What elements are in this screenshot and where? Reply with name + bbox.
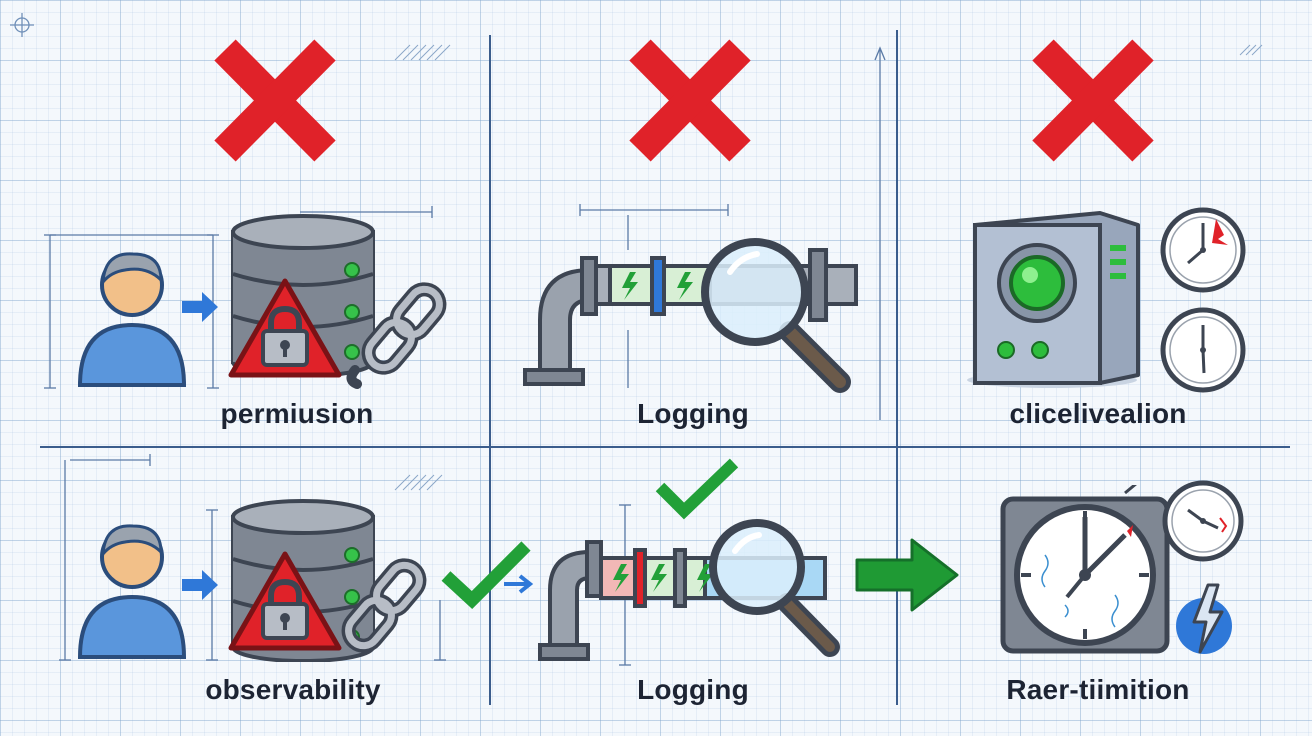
- top-left-label: permiusion: [220, 398, 374, 429]
- arrow-right-icon: [182, 292, 218, 322]
- user-icon: [77, 524, 187, 659]
- warning-lock-icon: [228, 278, 342, 378]
- top-right-label: clicelivealion: [1009, 398, 1187, 429]
- large-clock-icon: [1000, 485, 1170, 654]
- arrow-right-icon: [504, 574, 534, 594]
- lightning-icon: [1176, 583, 1232, 654]
- top-middle-label: Logging: [637, 398, 749, 429]
- server-box-icon: [967, 211, 1140, 388]
- magnifier-icon: [701, 238, 851, 393]
- red-x-icon: [1032, 39, 1154, 162]
- red-x-icon: [629, 39, 751, 162]
- clock-icon: [1160, 207, 1246, 293]
- arrow-right-icon: [182, 570, 218, 600]
- green-check-icon: [441, 541, 531, 610]
- small-clock-icon: [1162, 480, 1244, 562]
- bottom-middle-label: Logging: [637, 674, 749, 705]
- broken-chain-icon: [346, 282, 447, 389]
- user-icon: [77, 252, 187, 387]
- chain-icon: [341, 558, 427, 653]
- warning-lock-icon: [228, 551, 342, 651]
- green-arrow-icon: [855, 538, 959, 612]
- bottom-left-label: observability: [205, 674, 381, 705]
- green-check-icon: [655, 458, 739, 520]
- red-x-icon: [214, 39, 336, 162]
- bottom-right-label: Raer-tiimition: [1006, 674, 1190, 705]
- magnifier-icon: [709, 519, 840, 657]
- clock-icon: [1160, 307, 1246, 393]
